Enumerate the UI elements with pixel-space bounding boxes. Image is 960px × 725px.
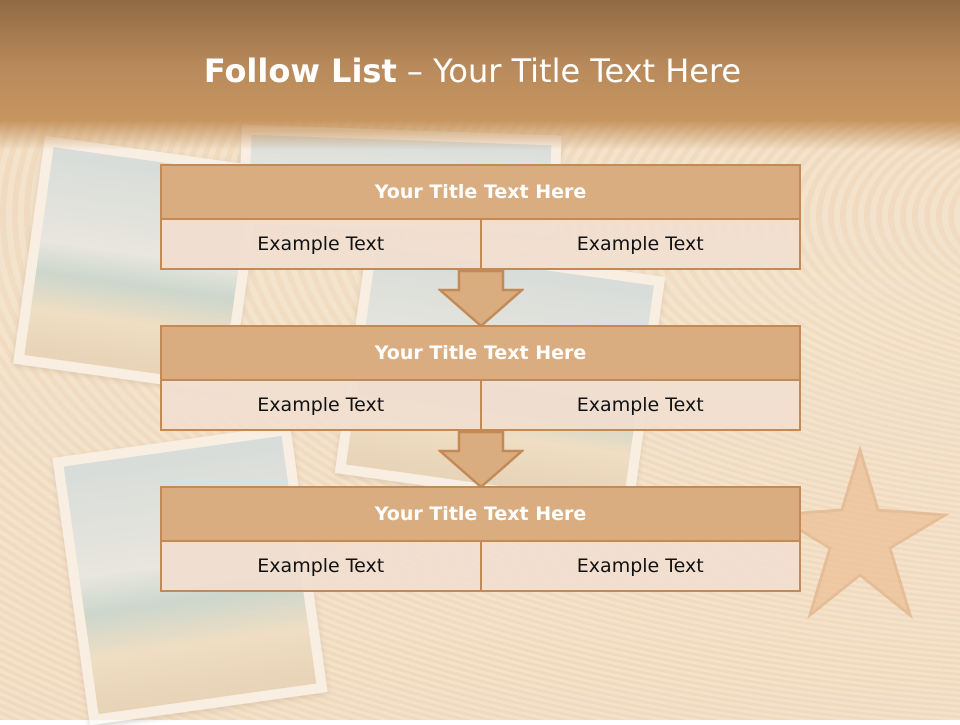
list-step-1: Your Title Text Here Example Text Exampl… (160, 164, 801, 270)
step-right-text[interactable]: Example Text (479, 220, 800, 268)
step-title[interactable]: Your Title Text Here (160, 486, 801, 542)
step-title[interactable]: Your Title Text Here (160, 325, 801, 381)
step-row: Example Text Example Text (160, 542, 801, 592)
step-right-text[interactable]: Example Text (479, 542, 800, 590)
slide-title: Follow List – Your Title Text Here (0, 52, 945, 90)
list-step-2: Your Title Text Here Example Text Exampl… (160, 325, 801, 431)
header-band (0, 0, 960, 150)
step-row: Example Text Example Text (160, 381, 801, 431)
list-step-3: Your Title Text Here Example Text Exampl… (160, 486, 801, 592)
title-strong: Follow List (203, 52, 397, 90)
step-title[interactable]: Your Title Text Here (160, 164, 801, 220)
title-rest: – Your Title Text Here (396, 52, 742, 90)
step-left-text[interactable]: Example Text (257, 555, 385, 577)
down-arrow-icon (438, 431, 524, 489)
step-left-text[interactable]: Example Text (257, 394, 385, 416)
step-left-text[interactable]: Example Text (257, 233, 385, 255)
down-arrow-icon (438, 270, 524, 328)
step-row: Example Text Example Text (160, 220, 801, 270)
step-right-text[interactable]: Example Text (479, 381, 800, 429)
